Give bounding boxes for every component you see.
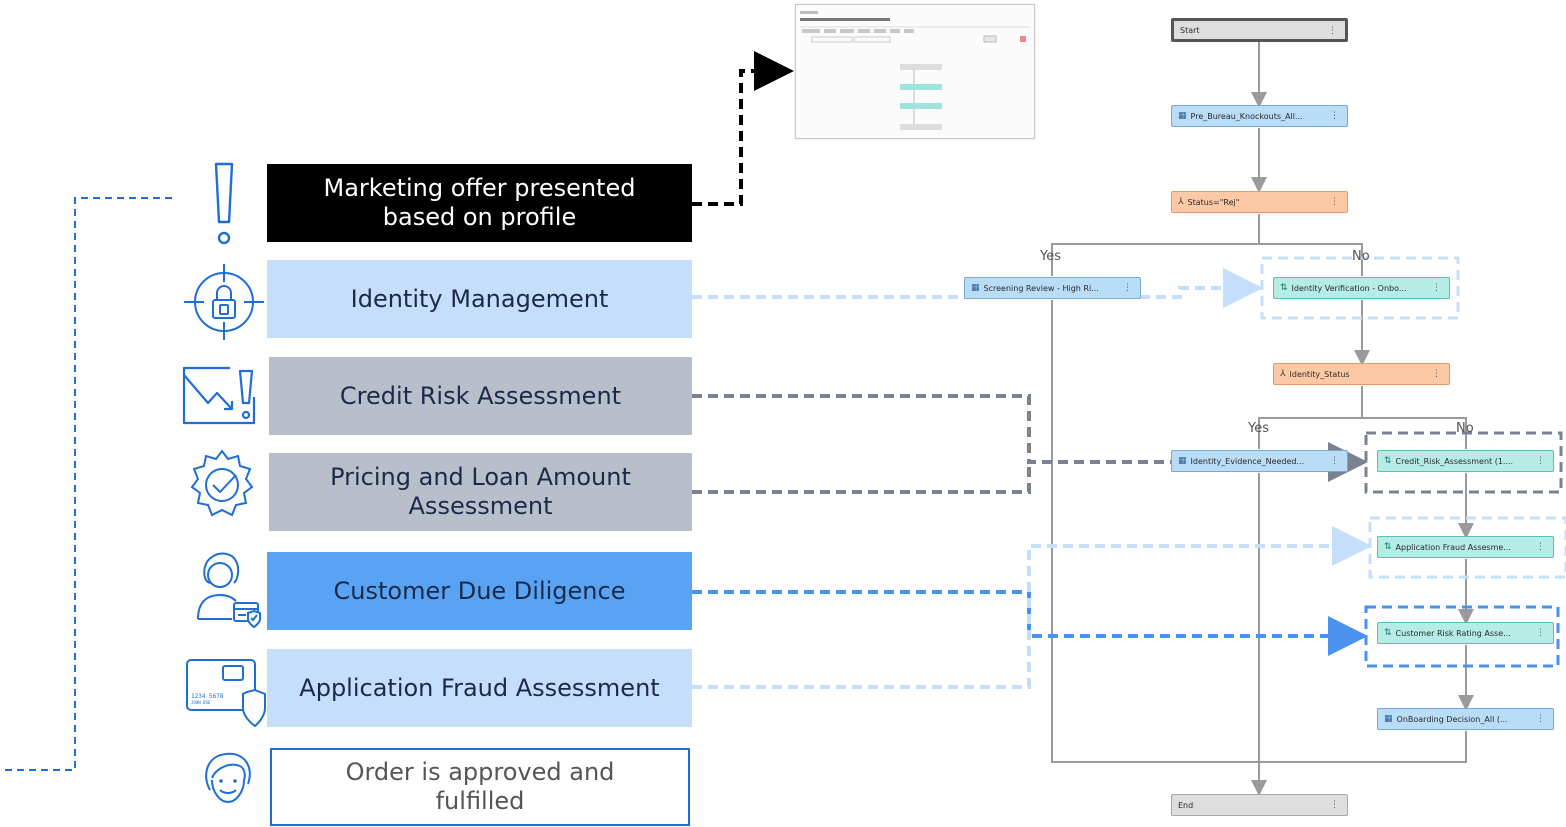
flow-node-label: Application Fraud Assesme...: [1395, 542, 1511, 552]
more-icon[interactable]: ⋮: [1123, 283, 1132, 293]
branch-yes-1: Yes: [1040, 249, 1061, 264]
model-icon: ⇅: [1280, 283, 1288, 293]
highlight-credit-risk: [1364, 431, 1563, 494]
more-icon[interactable]: ⋮: [1536, 542, 1545, 552]
person-card-icon: [197, 552, 261, 629]
flow-node-label: Start: [1180, 25, 1200, 35]
flow-node-label: Credit_Risk_Assessment (1....: [1395, 456, 1514, 466]
card-name: JOHN DOE: [191, 700, 211, 705]
more-icon[interactable]: ⋮: [1432, 283, 1441, 293]
envelope-alert-icon: [182, 366, 256, 425]
table-icon: ▦: [1178, 111, 1187, 121]
marketing-connector: [692, 51, 794, 206]
table-icon: ▦: [971, 283, 980, 293]
stage-identity-management[interactable]: Identity Management: [267, 260, 692, 338]
more-icon[interactable]: ⋮: [1536, 714, 1545, 724]
target-lock-icon: [184, 264, 264, 340]
flow-node-app-fraud[interactable]: ⇅Application Fraud Assesme... ⋮: [1377, 536, 1554, 558]
stage-pricing[interactable]: Pricing and Loan Amount Assessment: [269, 453, 692, 531]
thumbnail-graphic: [796, 5, 1034, 138]
flow-node-label: Pre_Bureau_Knockouts_All...: [1190, 111, 1303, 121]
more-icon[interactable]: ⋮: [1330, 456, 1339, 466]
flow-node-label: Identity Verification - Onbo...: [1291, 283, 1407, 293]
model-icon: ⇅: [1384, 628, 1392, 638]
stage-order-approved[interactable]: Order is approved and fulfilled: [270, 748, 690, 826]
smiling-person-icon: [205, 752, 251, 804]
loop-connector: [0, 197, 172, 771]
flow-node-label: Screening Review - High Ri...: [983, 283, 1099, 293]
flow-node-identity-evidence[interactable]: ▦Identity_Evidence_Needed... ⋮: [1171, 450, 1348, 472]
flow-node-credit-risk[interactable]: ⇅Credit_Risk_Assessment (1.... ⋮: [1377, 450, 1554, 472]
flow-node-screening[interactable]: ▦Screening Review - High Ri... ⋮: [964, 277, 1141, 299]
more-icon[interactable]: ⋮: [1536, 628, 1545, 638]
fraud-connector: [692, 526, 1372, 689]
flow-node-status[interactable]: ⅄Status="Rej" ⋮: [1171, 191, 1348, 213]
branch-icon: ⅄: [1178, 197, 1184, 207]
pricing-connector: [692, 464, 1031, 494]
identity-connector: [692, 268, 1263, 308]
table-icon: ▦: [1384, 714, 1393, 724]
stage-marketing[interactable]: Marketing offer presented based on profi…: [267, 164, 692, 242]
badge-check-icon: [190, 449, 254, 517]
flow-node-identity-verification[interactable]: ⇅Identity Verification - Onbo... ⋮: [1273, 277, 1450, 299]
exclamation-icon: [214, 162, 234, 245]
flow-lines: [1051, 40, 1474, 796]
flow-node-start[interactable]: Start ⋮: [1171, 18, 1348, 42]
model-icon: ⇅: [1384, 542, 1392, 552]
more-icon[interactable]: ⋮: [1330, 800, 1339, 810]
flow-node-onboarding[interactable]: ▦OnBoarding Decision_All (... ⋮: [1377, 708, 1554, 730]
more-icon[interactable]: ⋮: [1330, 111, 1339, 121]
more-icon[interactable]: ⋮: [1330, 197, 1339, 207]
more-icon[interactable]: ⋮: [1432, 369, 1441, 379]
flow-thumbnail: [795, 4, 1035, 139]
table-icon: ▦: [1178, 456, 1187, 466]
credit-card-shield-icon: 1234 5678 JOHN DOE: [186, 659, 266, 728]
flow-node-label: Identity_Status: [1289, 369, 1350, 379]
branch-no-1: No: [1352, 249, 1370, 264]
card-number: 1234 5678: [191, 693, 224, 700]
flow-node-label: OnBoarding Decision_All (...: [1396, 714, 1508, 724]
flow-node-label: Customer Risk Rating Asse...: [1395, 628, 1511, 638]
model-icon: ⇅: [1384, 456, 1392, 466]
more-icon[interactable]: ⋮: [1536, 456, 1545, 466]
flow-node-label: Status="Rej": [1187, 197, 1240, 207]
more-icon[interactable]: ⋮: [1328, 26, 1337, 36]
branch-icon: ⅄: [1280, 369, 1286, 379]
stage-credit-risk[interactable]: Credit Risk Assessment: [269, 357, 692, 435]
flow-node-prebureau[interactable]: ▦Pre_Bureau_Knockouts_All... ⋮: [1171, 105, 1348, 127]
stage-customer-due-diligence[interactable]: Customer Due Diligence: [267, 552, 692, 630]
stage-application-fraud[interactable]: Application Fraud Assessment: [267, 649, 692, 727]
flow-node-label: Identity_Evidence_Needed...: [1190, 456, 1305, 466]
flow-node-label: End: [1178, 800, 1194, 810]
branch-yes-2: Yes: [1248, 421, 1269, 436]
flow-node-identity-status[interactable]: ⅄Identity_Status ⋮: [1273, 363, 1450, 385]
flow-node-customer-risk[interactable]: ⇅Customer Risk Rating Asse... ⋮: [1377, 622, 1554, 644]
branch-no-2: No: [1456, 421, 1474, 436]
flow-node-end[interactable]: End ⋮: [1171, 794, 1348, 816]
